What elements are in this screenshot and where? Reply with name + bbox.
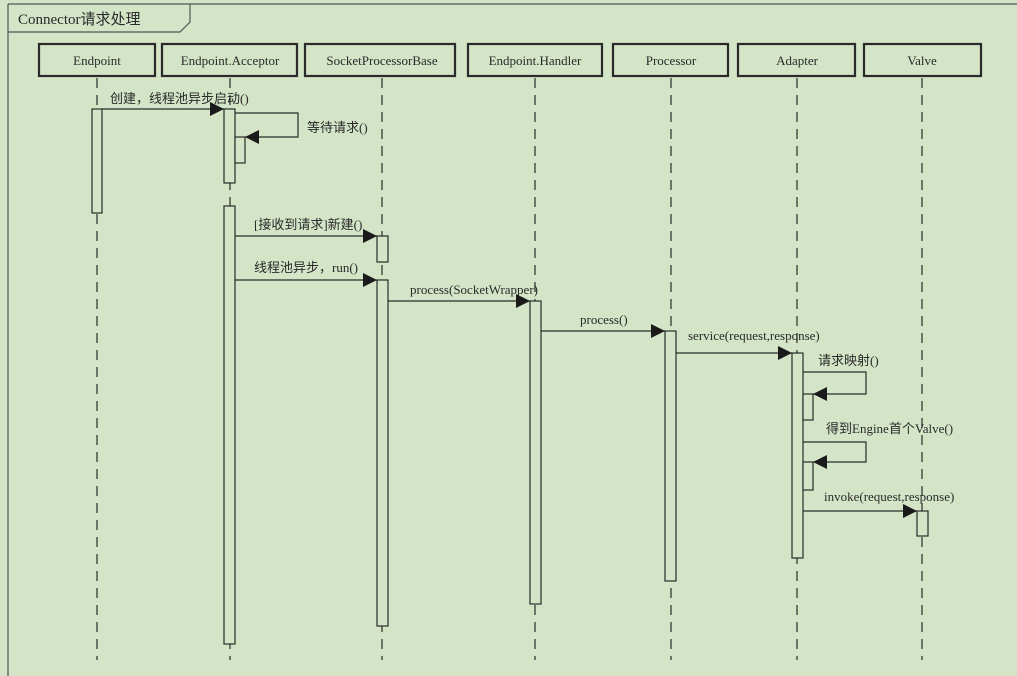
frame-title-tab: [8, 4, 191, 33]
message-label: 请求映射(): [818, 353, 879, 368]
activation-processor: [664, 330, 677, 582]
message-label: invoke(request,response): [824, 489, 954, 504]
participant-box: [466, 42, 604, 78]
participant-endpoint: Endpoint: [37, 42, 157, 78]
participant-valve: Valve: [862, 42, 983, 78]
participant-box: [736, 42, 857, 78]
activation-handler: [529, 300, 542, 605]
activation-valve: [916, 510, 929, 537]
activation-acceptor-2: [223, 205, 236, 645]
message-label: 创建，线程池异步启动(): [110, 91, 249, 106]
participant-label: Processor: [646, 53, 697, 68]
participant-processor: Processor: [611, 42, 730, 78]
activation-acceptor-self: [234, 136, 246, 164]
message-label: 线程池异步，run(): [254, 260, 358, 275]
participant-handler: Endpoint.Handler: [466, 42, 604, 78]
message-label: [接收到请求]新建(): [254, 217, 362, 232]
activation-endpoint: [91, 108, 103, 214]
message-label: service(request,response): [688, 328, 820, 343]
participant-box: [303, 42, 457, 78]
participant-box: [611, 42, 730, 78]
activation-adapter-self-1: [802, 393, 814, 421]
participant-label: Endpoint: [73, 53, 121, 68]
participant-box: [160, 42, 299, 78]
participant-label: Valve: [907, 53, 937, 68]
message-label: process(): [580, 312, 628, 327]
message-label: 等待请求(): [307, 120, 368, 135]
participant-socketprocessorbase: SocketProcessorBase: [303, 42, 457, 78]
participant-acceptor: Endpoint.Acceptor: [160, 42, 299, 78]
participant-box: [37, 42, 157, 78]
participant-label: SocketProcessorBase: [326, 53, 437, 68]
activation-socketprocessorbase-1: [376, 235, 389, 263]
participant-label: Endpoint.Handler: [489, 53, 582, 68]
participant-label: Adapter: [776, 53, 819, 68]
self-message-arrow: [803, 371, 867, 401]
participant-box: [862, 42, 983, 78]
activation-adapter-self-2: [802, 461, 814, 491]
message-label: 得到Engine首个Valve(): [826, 421, 953, 436]
frame-title: Connector请求处理: [18, 11, 140, 28]
participant-label: Endpoint.Acceptor: [181, 53, 280, 68]
diagram-frame: Connector请求处理: [7, 3, 1017, 676]
activation-acceptor-1: [223, 108, 236, 184]
self-message-arrow: [235, 112, 299, 144]
participant-adapter: Adapter: [736, 42, 857, 78]
activation-adapter: [791, 352, 804, 559]
activation-socketprocessorbase-2: [376, 279, 389, 627]
message-label: process(SocketWrapper): [410, 282, 538, 297]
self-message-arrow: [803, 441, 867, 469]
